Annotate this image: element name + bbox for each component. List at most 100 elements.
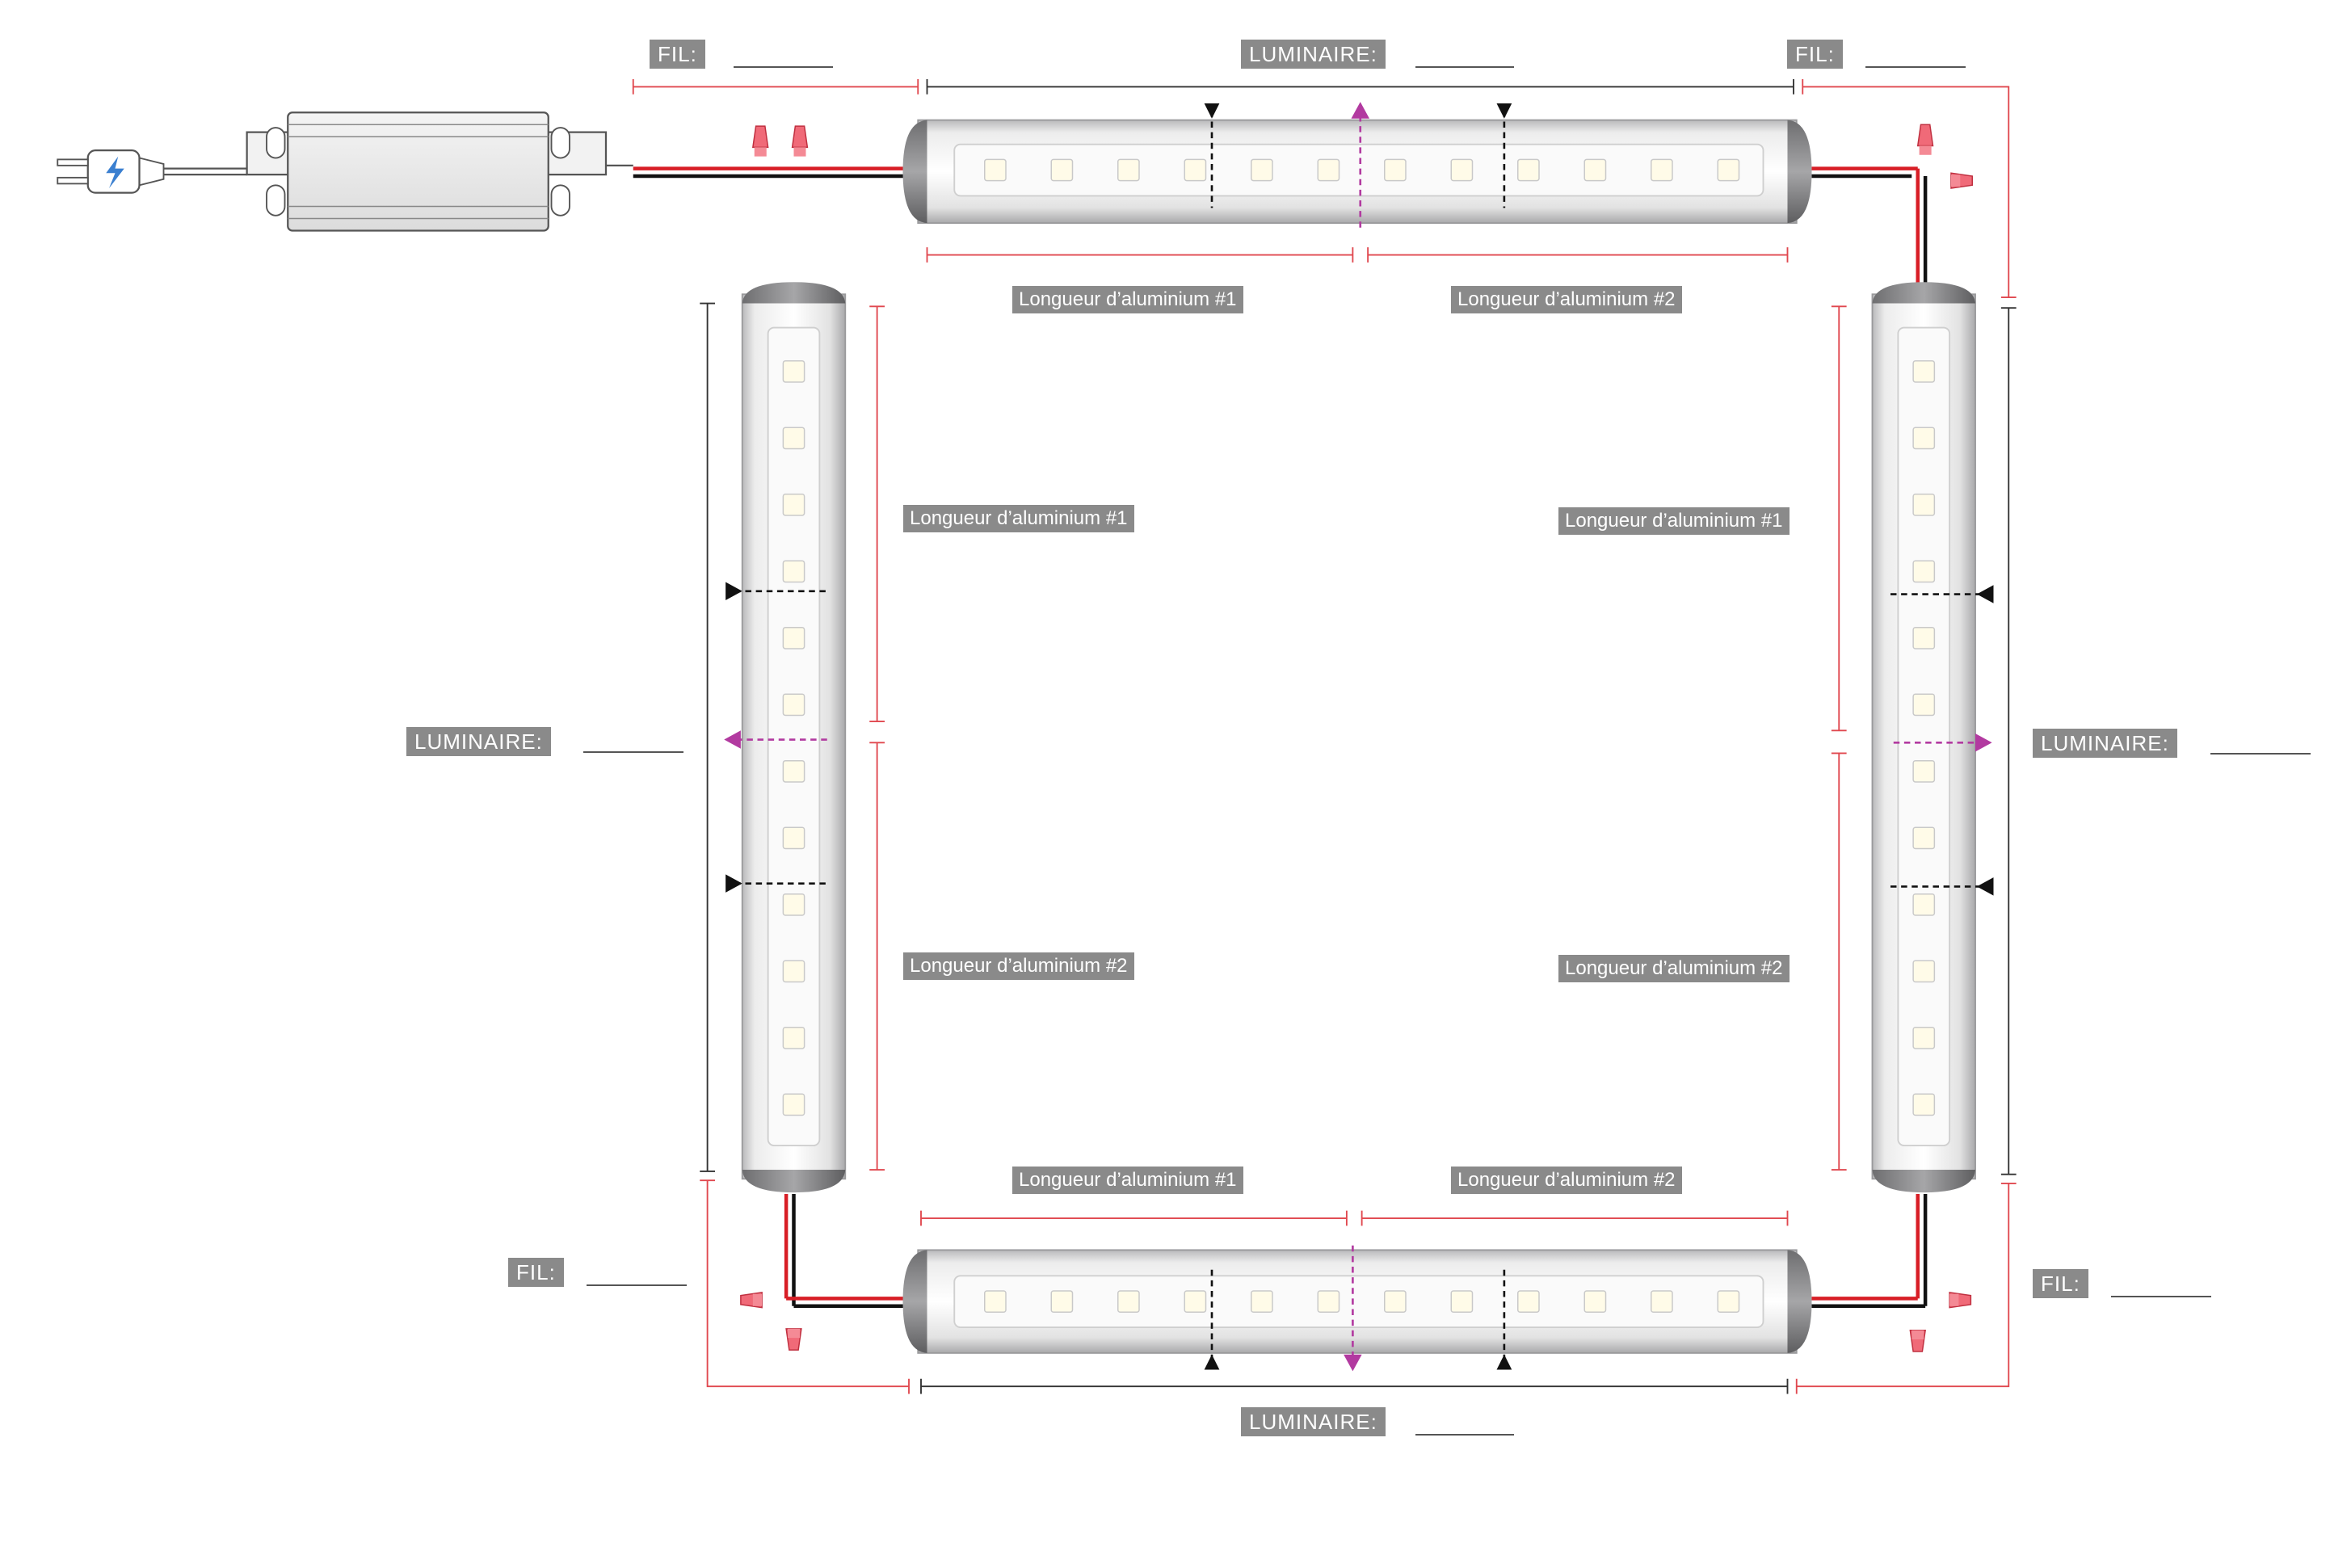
luminaire-label-right: LUMINAIRE:: [2033, 729, 2177, 758]
led-chip: [1912, 360, 1936, 383]
wiring: [633, 166, 1928, 1308]
alu1-label-right: Longueur d’aluminium #1: [1558, 507, 1790, 535]
luminaire-top: [902, 119, 1812, 225]
end-cap: [742, 282, 846, 304]
cut-arrow-icon: [1976, 585, 1994, 603]
plug-prong: [57, 158, 89, 166]
led-chip: [782, 960, 805, 983]
led-chip: [1583, 158, 1607, 182]
led-chip: [782, 693, 805, 717]
led-chip: [984, 1290, 1007, 1313]
led-strip: [953, 143, 1764, 197]
fil-label-bottom-left: FIL:: [508, 1258, 564, 1287]
led-chip: [1517, 1290, 1540, 1313]
led-chip: [1184, 158, 1207, 182]
wire-nut-icon: [752, 125, 769, 157]
led-chip: [782, 893, 805, 916]
end-cap: [1872, 282, 1975, 304]
end-cap: [1787, 1250, 1812, 1353]
led-chip: [1184, 1290, 1207, 1313]
wire-nut-icon: [1916, 124, 1934, 155]
end-cap: [1787, 120, 1812, 224]
wire-nut-icon: [1950, 172, 1973, 189]
center-arrow-icon: [1351, 102, 1369, 119]
led-chip: [1912, 427, 1936, 450]
luminaire-blank-right[interactable]: [2210, 753, 2311, 755]
wire-nut-icon: [791, 125, 809, 157]
luminaire-label-top: LUMINAIRE:: [1241, 40, 1386, 69]
led-chip: [782, 427, 805, 450]
led-chip: [1912, 893, 1936, 916]
cut-arrow-icon: [725, 582, 742, 600]
led-chip: [782, 627, 805, 649]
psu-mount-hole: [550, 184, 570, 216]
cut-arrow-icon: [725, 874, 742, 893]
led-chip: [782, 360, 805, 383]
psu-mount-hole: [266, 127, 286, 159]
cord-strain-relief: [138, 157, 165, 187]
led-chip: [1251, 1290, 1273, 1313]
led-chip: [782, 494, 805, 516]
led-chip: [1251, 158, 1273, 182]
led-strip: [1897, 326, 1951, 1146]
end-cap: [742, 1170, 846, 1193]
led-chip: [1384, 158, 1407, 182]
center-arrow-icon: [1344, 1354, 1362, 1372]
led-strip: [767, 326, 821, 1146]
luminaire-right: [1871, 282, 1976, 1193]
fil-label-top-right: FIL:: [1787, 40, 1843, 69]
led-chip: [1384, 1290, 1407, 1313]
lightning-icon: [106, 156, 124, 188]
center-arrow-icon: [1975, 734, 1992, 752]
led-chip: [1912, 1093, 1936, 1116]
luminaire-blank-left[interactable]: [583, 751, 683, 753]
wire-nut-icon: [1909, 1330, 1926, 1352]
led-chip: [1117, 1290, 1140, 1313]
luminaire-blank-top[interactable]: [1415, 66, 1514, 68]
fil-blank-bottom-left[interactable]: [587, 1284, 687, 1286]
fil-blank-bottom-right[interactable]: [2111, 1296, 2211, 1297]
led-chip: [1912, 627, 1936, 649]
psu-body: [287, 111, 549, 232]
led-chip: [1317, 158, 1340, 182]
led-chip: [782, 1027, 805, 1049]
led-strip: [953, 1275, 1764, 1328]
cut-marks: [724, 102, 1994, 1372]
wire-nut-icon: [740, 1292, 763, 1309]
alu2-label-top: Longueur d’aluminium #2: [1451, 286, 1682, 313]
led-chip: [1717, 1290, 1740, 1313]
led-chip: [1912, 760, 1936, 783]
luminaire-blank-bottom[interactable]: [1415, 1434, 1514, 1436]
alu2-label-right: Longueur d’aluminium #2: [1558, 955, 1790, 982]
power-supply: [57, 111, 633, 232]
cut-arrow-icon: [1204, 1354, 1220, 1370]
led-chip: [1317, 1290, 1340, 1313]
luminaire-bottom: [902, 1249, 1812, 1354]
led-chip: [1117, 158, 1140, 182]
luminaire-label-left: LUMINAIRE:: [406, 727, 551, 756]
alu1-label-bottom: Longueur d’aluminium #1: [1012, 1167, 1243, 1194]
led-chip: [1050, 158, 1074, 182]
cut-arrow-icon: [1204, 103, 1220, 119]
led-chip: [1651, 1290, 1673, 1313]
luminaire-label-bottom: LUMINAIRE:: [1241, 1407, 1386, 1436]
fil-blank-top-left[interactable]: [734, 66, 833, 68]
alu1-label-left: Longueur d’aluminium #1: [903, 505, 1134, 532]
led-chip: [782, 560, 805, 583]
fil-label-top-left: FIL:: [650, 40, 705, 69]
fil-blank-top-right[interactable]: [1865, 66, 1966, 68]
psu-mount-hole: [266, 184, 286, 216]
end-cap: [1872, 1170, 1975, 1193]
led-chip: [1912, 693, 1936, 717]
center-arrow-icon: [724, 730, 741, 749]
led-chip: [1583, 1290, 1607, 1313]
fil-label-bottom-right: FIL:: [2033, 1269, 2088, 1298]
led-chip: [1450, 158, 1474, 182]
wire-nut-icon: [785, 1328, 802, 1351]
wire-nut-icon: [1949, 1292, 1972, 1309]
psu-mount-hole: [550, 127, 570, 159]
alu2-label-bottom: Longueur d’aluminium #2: [1451, 1167, 1682, 1194]
led-chip: [782, 1093, 805, 1116]
cut-arrow-icon: [1976, 877, 1994, 896]
